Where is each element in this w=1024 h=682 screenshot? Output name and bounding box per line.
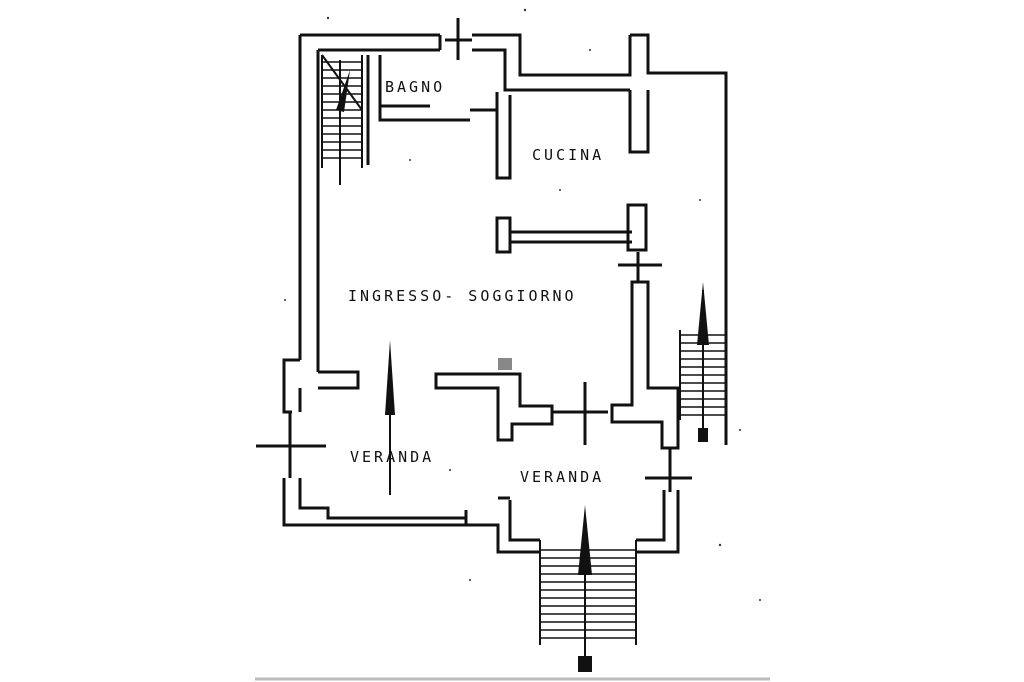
arrow-south-stairs-icon <box>578 505 592 575</box>
direction-arrows <box>336 70 709 575</box>
west-wall <box>298 35 320 372</box>
cucina-west-wall <box>470 92 512 180</box>
east-column <box>626 203 648 252</box>
walls <box>282 33 728 554</box>
stair-marker <box>498 358 512 370</box>
arrow-nw-stairs-icon <box>336 70 350 112</box>
room-label-veranda-right: VERANDA <box>520 468 604 486</box>
arrow-veranda-up-icon <box>385 340 395 415</box>
soggiorno-partition <box>495 216 632 254</box>
stairs-northwest <box>321 54 363 185</box>
north-wall-left <box>300 33 442 52</box>
arrow-east-stairs-icon <box>697 282 709 345</box>
north-wall-right <box>628 33 728 445</box>
scan-noise <box>284 8 761 601</box>
doors <box>256 18 692 492</box>
room-labels: BAGNO CUCINA INGRESSO- SOGGIORNO VERANDA… <box>348 78 604 486</box>
veranda-left-outline <box>282 358 466 527</box>
room-label-bagno: BAGNO <box>385 78 445 96</box>
room-label-veranda-left: VERANDA <box>350 448 434 466</box>
soggiorno-south-wall <box>434 372 554 442</box>
north-wall-middle <box>472 33 632 92</box>
bagno-partition <box>366 55 470 165</box>
veranda-right-outline <box>464 490 680 554</box>
soggiorno-south-left <box>318 370 360 390</box>
east-inner-wall <box>610 280 680 450</box>
room-label-cucina: CUCINA <box>532 146 604 164</box>
room-label-soggiorno: INGRESSO- SOGGIORNO <box>348 287 577 305</box>
